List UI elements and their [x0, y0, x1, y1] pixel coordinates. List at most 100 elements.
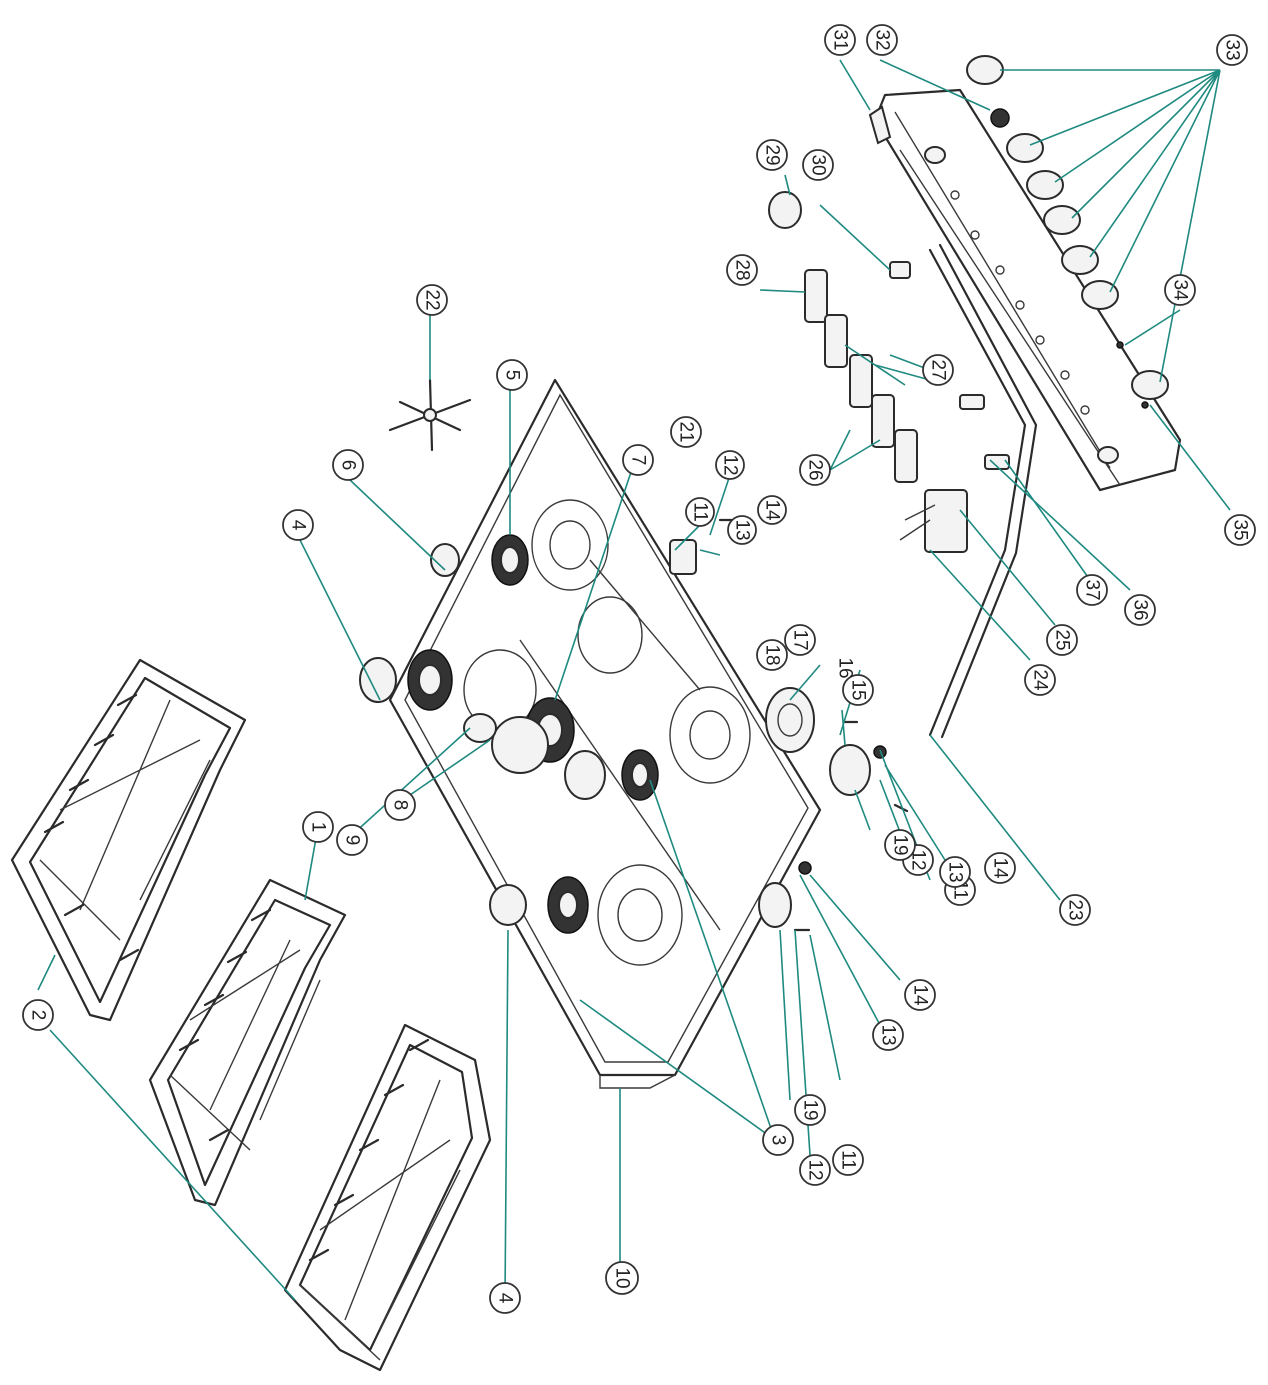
callout-13-b: 13: [939, 856, 971, 888]
callout-32: 32: [866, 24, 898, 56]
burner-base-assemblies: [669, 518, 909, 932]
callout-29: 29: [756, 139, 788, 171]
callout-12-c: 12: [799, 1154, 831, 1186]
callout-12-c-label: 12: [805, 1159, 826, 1180]
callout-26: 26: [799, 454, 831, 486]
callout-31-label: 31: [830, 29, 851, 50]
callout-14-a: 14: [757, 495, 787, 525]
callout-34: 34: [1164, 274, 1196, 306]
callout-24-label: 24: [1030, 669, 1051, 691]
callout-13-c-label: 13: [878, 1024, 899, 1045]
pan-support-right: [283, 1023, 492, 1372]
callout-19-a-label: 19: [890, 834, 911, 855]
callout-37: 37: [1076, 574, 1108, 606]
callout-4-bottom-label: 4: [495, 1293, 516, 1304]
callout-30: 30: [802, 149, 834, 181]
callout-14-c: 14: [904, 979, 936, 1011]
callout-4-top: 4: [282, 509, 314, 541]
callout-3-label: 3: [768, 1135, 789, 1146]
control-knobs: [966, 55, 1169, 409]
wok-support: [388, 378, 472, 452]
callout-21: 21: [670, 416, 702, 448]
callout-19-a: 19: [884, 829, 916, 861]
callout-27: 27: [922, 354, 954, 386]
callout-28: 28: [726, 254, 758, 286]
pan-support-center: [148, 878, 347, 1207]
callout-6: 6: [332, 449, 364, 481]
callout-13-c: 13: [872, 1019, 904, 1051]
callout-13-a: 13: [727, 515, 757, 545]
callout-8-label: 8: [390, 800, 411, 811]
callout-33: 33: [1216, 34, 1248, 66]
callout-18-label: 18: [762, 644, 783, 665]
callout-33-label: 33: [1222, 39, 1243, 60]
callout-11-a: 11: [685, 497, 715, 527]
callout-12-b-label: 12: [908, 849, 929, 870]
callout-11-c-label: 11: [838, 1150, 859, 1170]
callout-18: 18: [756, 639, 788, 671]
callout-3: 3: [762, 1124, 794, 1156]
callout-2-left-label: 2: [28, 1010, 49, 1021]
callout-29-label: 29: [762, 144, 783, 165]
callout-17: 17: [784, 624, 816, 656]
callout-8: 8: [384, 789, 416, 821]
cooktop-panel: [359, 378, 822, 1089]
callout-11-c: 11: [832, 1144, 864, 1176]
callout-35-label: 35: [1230, 519, 1251, 540]
callout-12-a: 12: [715, 450, 745, 480]
callout-6-label: 6: [338, 460, 359, 471]
callout-10: 10: [605, 1261, 639, 1295]
callout-19-b: 19: [794, 1094, 826, 1126]
callout-23-label: 23: [1065, 899, 1086, 920]
ignition-module: [899, 489, 968, 553]
callout-13-a-label: 13: [732, 519, 753, 540]
callout-11-a-label: 11: [690, 502, 711, 522]
callout-14-c-label: 14: [910, 984, 931, 1006]
callout-28-label: 28: [732, 259, 753, 280]
spark-generator: [768, 191, 911, 279]
callout-9: 9: [336, 824, 368, 856]
callout-32-label: 32: [872, 29, 893, 50]
callout-19-b-label: 19: [800, 1099, 821, 1120]
leader-lines: [37, 59, 1231, 1301]
callout-31: 31: [824, 24, 856, 56]
callout-22-label: 22: [422, 289, 443, 310]
callout-27-label: 27: [928, 359, 949, 380]
callout-35: 35: [1224, 514, 1256, 546]
callout-22: 22: [416, 284, 448, 316]
callout-5-label: 5: [502, 370, 523, 381]
callout-23: 23: [1059, 894, 1091, 926]
callout-25: 25: [1046, 624, 1078, 656]
callout-13-b-label: 13: [945, 861, 966, 882]
callout-14-a-label: 14: [762, 499, 783, 521]
callout-4-bottom: 4: [489, 1282, 521, 1314]
gas-valves: [804, 269, 1010, 483]
callout-30-label: 30: [808, 154, 829, 175]
callout-7-label: 7: [628, 455, 649, 466]
callout-7: 7: [622, 444, 654, 476]
callout-16: 16: [835, 657, 856, 678]
callout-2-left: 2: [22, 999, 54, 1031]
callout-4-top-label: 4: [288, 520, 309, 531]
callout-12-a-label: 12: [720, 454, 741, 475]
callout-17-label: 17: [790, 629, 811, 650]
callout-1: 1: [302, 811, 334, 843]
callout-1-label: 1: [308, 822, 329, 833]
callout-14-b-label: 14: [990, 857, 1011, 879]
callout-15-label: 15: [848, 679, 869, 700]
callout-24: 24: [1024, 664, 1056, 696]
callout-15: 15: [842, 674, 874, 706]
pan-support-left: [10, 658, 247, 1022]
callout-26-label: 26: [805, 459, 826, 480]
callout-21-label: 21: [676, 421, 697, 442]
callout-5: 5: [496, 359, 528, 391]
callout-34-label: 34: [1170, 279, 1191, 301]
callout-14-b: 14: [984, 852, 1016, 884]
callout-16-label: 16: [835, 657, 856, 678]
callout-9-label: 9: [342, 835, 363, 846]
callout-37-label: 37: [1082, 579, 1103, 600]
callout-10-label: 10: [612, 1267, 633, 1288]
callout-36-label: 36: [1130, 599, 1151, 620]
control-panel: [868, 88, 1182, 492]
